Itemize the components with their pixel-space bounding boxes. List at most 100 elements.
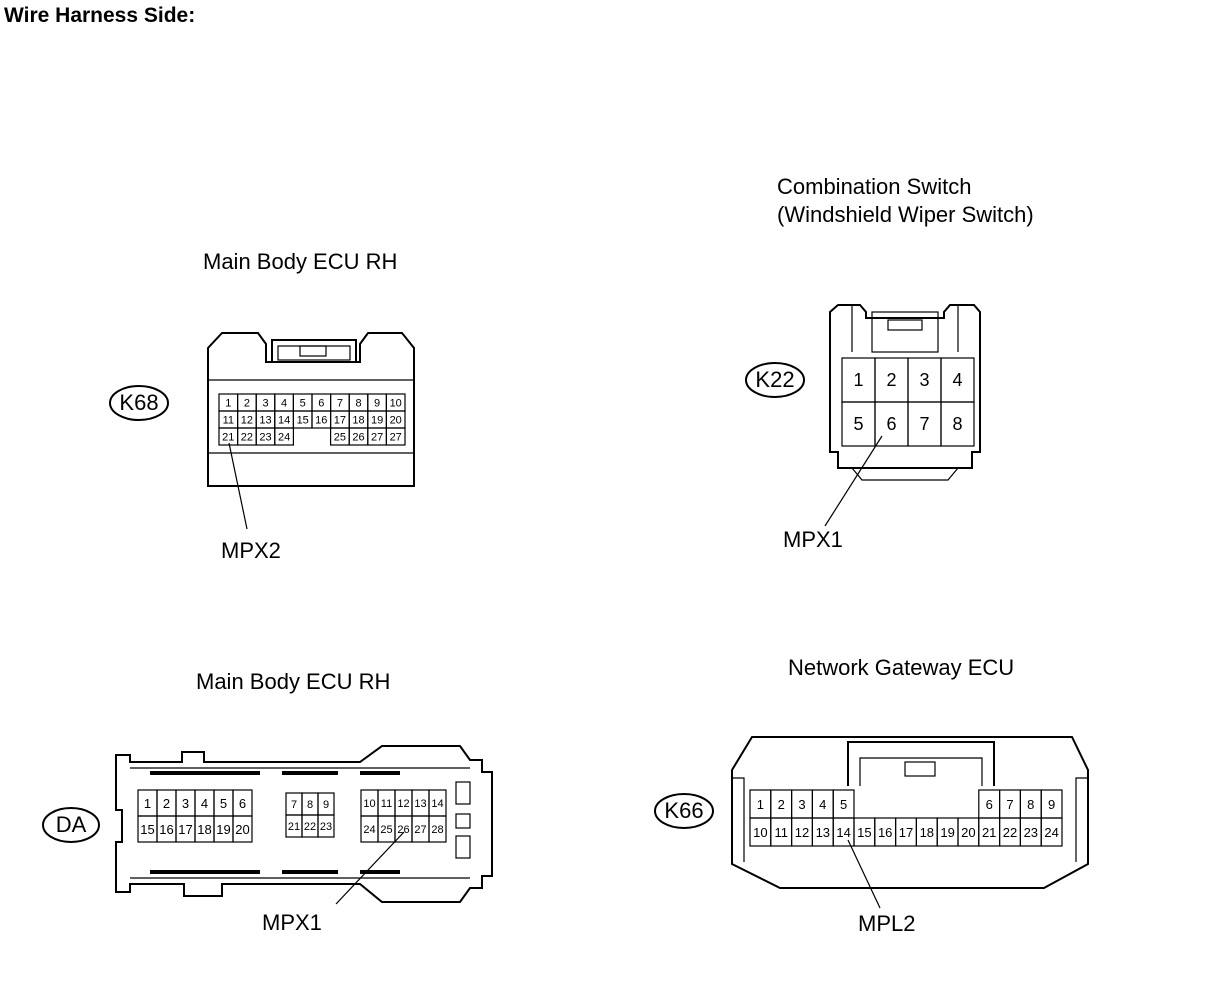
connector-da-callout: MPX1 (262, 910, 322, 935)
connector-k22-callout: MPX1 (783, 527, 843, 552)
k68-pin-2: 2 (244, 398, 250, 410)
connector-da-leader (335, 831, 405, 905)
da-pin-9: 9 (323, 799, 329, 811)
k22-pin-3: 3 (919, 370, 929, 390)
k68-pin-15: 15 (297, 415, 309, 427)
da-pin-27: 27 (414, 824, 426, 836)
connector-k66-latch-tab (904, 761, 936, 777)
da-pin-14: 14 (431, 798, 443, 810)
connector-k22-side-rails (851, 305, 959, 352)
da-pin-2: 2 (163, 796, 170, 811)
k68-pin-16: 16 (315, 415, 327, 427)
connector-da-slot-1 (150, 771, 260, 775)
connector-k68-leader (228, 442, 248, 530)
connector-k68-code: K68 (119, 390, 158, 415)
connector-k68-code-oval (109, 385, 169, 421)
da-pin-22: 22 (304, 821, 316, 833)
connector-k22-code-oval (745, 362, 805, 398)
k66-pin-21: 21 (982, 825, 996, 840)
k68-pin-10: 10 (390, 398, 402, 410)
k22-pin-7: 7 (919, 414, 929, 434)
k22-pin-6: 6 (886, 414, 896, 434)
k68-pin-27: 27 (371, 432, 383, 444)
da-pin-25: 25 (380, 824, 392, 836)
da-pin-20-cell (232, 815, 253, 843)
da-pin-6: 6 (239, 796, 246, 811)
connector-k68-latch-inner (277, 345, 351, 361)
k68-pin-8: 8 (355, 398, 361, 410)
connector-da-slot-6 (360, 870, 400, 874)
connector-da-side-key-2 (455, 813, 471, 829)
k22-pin-5: 5 (853, 414, 863, 434)
connector-da-side-key-3 (455, 835, 471, 859)
k66-pin-10: 10 (753, 825, 767, 840)
connector-k66-latch-inner (859, 757, 983, 786)
connector-k68-callout: MPX2 (221, 538, 281, 563)
k68-pin-5: 5 (300, 398, 306, 410)
k66-pin-24-cell (1040, 817, 1063, 847)
k66-pin-24: 24 (1044, 825, 1058, 840)
k66-pin-14: 14 (836, 825, 850, 840)
da-pin-17: 17 (178, 822, 192, 837)
connector-da-rails (130, 767, 470, 879)
k68-pin-13: 13 (259, 415, 271, 427)
da-pin-12: 12 (397, 798, 409, 810)
k66-pin-11: 11 (774, 825, 788, 840)
connector-da-slot-3 (282, 771, 338, 775)
k68-pin-9: 9 (374, 398, 380, 410)
k68-pin-18: 18 (352, 415, 364, 427)
da-pin-5: 5 (220, 796, 227, 811)
connector-da-slot-2 (150, 870, 260, 874)
da-pin-13: 13 (414, 798, 426, 810)
k66-pin-22: 22 (1003, 825, 1017, 840)
da-pin-28-cell (428, 815, 447, 843)
connector-k66-housing (731, 736, 1089, 889)
connector-k66-name: Network Gateway ECU (788, 655, 1014, 680)
k66-pin-12: 12 (795, 825, 809, 840)
k66-pin-13: 13 (816, 825, 830, 840)
da-pin-18: 18 (197, 822, 211, 837)
k22-pin-8-cell (940, 401, 975, 447)
da-pin-28: 28 (431, 824, 443, 836)
connector-k22: Combination Switch (Windshield Wiper Swi… (745, 174, 1034, 552)
connector-da-housing (115, 745, 493, 903)
connector-k22-foot (851, 467, 959, 481)
connector-da-code-oval (42, 807, 100, 843)
k66-pin-8: 8 (1027, 797, 1034, 812)
connector-k22-code: K22 (755, 367, 794, 392)
connector-k66-callout: MPL2 (858, 911, 915, 936)
k68-pin-7: 7 (337, 398, 343, 410)
connector-da-slot-5 (360, 771, 400, 775)
k68-pin-21: 21 (222, 432, 234, 444)
k68-pin-24-cell (274, 427, 294, 446)
k66-pin-17: 17 (899, 825, 913, 840)
k66-pin-19: 19 (940, 825, 954, 840)
da-pin-3: 3 (182, 796, 189, 811)
k68-pin-12: 12 (241, 415, 253, 427)
page-title: Wire Harness Side: (4, 4, 195, 27)
k68-pin-22: 22 (241, 432, 253, 444)
da-pin-7: 7 (291, 799, 297, 811)
k68-pin-14: 14 (278, 415, 290, 427)
k68-pin-19: 19 (371, 415, 383, 427)
k66-pin-1: 1 (757, 797, 764, 812)
k68-pin-17: 17 (334, 415, 346, 427)
k22-pin-4: 4 (952, 370, 962, 390)
k68-pin-25: 25 (334, 432, 346, 444)
k68-pin-4: 4 (281, 398, 287, 410)
k66-pin-6: 6 (986, 797, 993, 812)
da-pin-11: 11 (381, 798, 392, 810)
k66-pin-23: 23 (1024, 825, 1038, 840)
da-pin-16: 16 (159, 822, 173, 837)
k68-pin-24: 24 (278, 432, 290, 444)
k66-pin-18: 18 (920, 825, 934, 840)
connector-k22-name-line1: Combination Switch (777, 174, 971, 199)
da-pin-4: 4 (201, 796, 208, 811)
da-pin-21: 21 (288, 821, 300, 833)
k68-pin-27: 27 (390, 432, 402, 444)
da-pin-26: 26 (397, 824, 409, 836)
connector-k66-side-walls (732, 777, 1088, 862)
k68-pin-27-cell (385, 427, 406, 446)
k66-pin-16: 16 (878, 825, 892, 840)
